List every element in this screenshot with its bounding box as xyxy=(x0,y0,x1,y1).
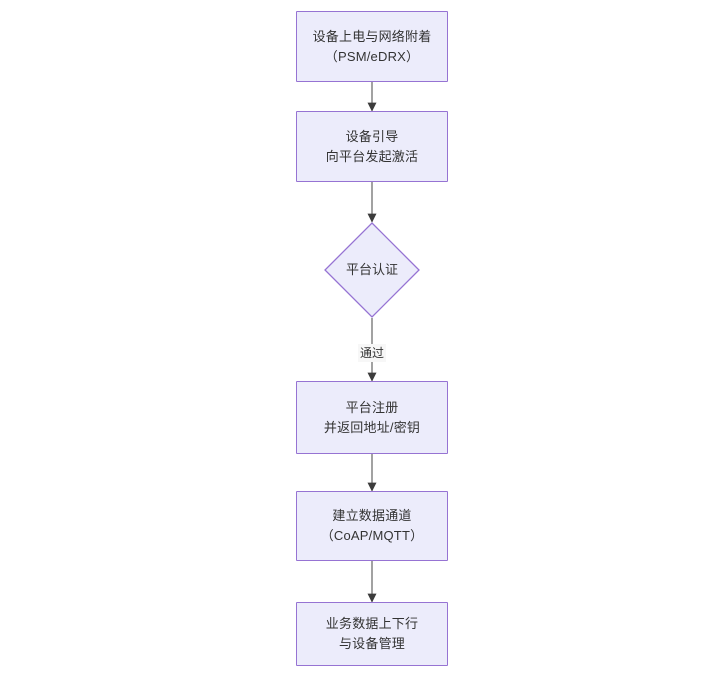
node-label: 建立数据通道 （CoAP/MQTT） xyxy=(320,508,424,543)
node-platform-registration[interactable]: 平台注册 并返回地址/密钥 xyxy=(296,381,448,454)
node-business-data[interactable]: 业务数据上下行 与设备管理 xyxy=(296,602,448,666)
node-label: 平台注册 并返回地址/密钥 xyxy=(323,399,421,435)
node-data-channel[interactable]: 建立数据通道 （CoAP/MQTT） xyxy=(296,491,448,561)
node-device-bootstrap[interactable]: 设备引导 向平台发起激活 xyxy=(296,111,448,182)
node-label: 业务数据上下行 与设备管理 xyxy=(325,616,419,651)
edge-label-pass: 通过 xyxy=(358,344,387,362)
node-label: 平台认证 xyxy=(345,262,398,277)
diamond-shape xyxy=(324,222,420,318)
node-label: 设备引导 向平台发起激活 xyxy=(325,128,419,164)
node-label: 设备上电与网络附着 （PSM/eDRX） xyxy=(312,28,432,64)
node-device-power-on[interactable]: 设备上电与网络附着 （PSM/eDRX） xyxy=(296,11,448,82)
node-platform-authentication[interactable]: 平台认证 xyxy=(324,222,420,318)
